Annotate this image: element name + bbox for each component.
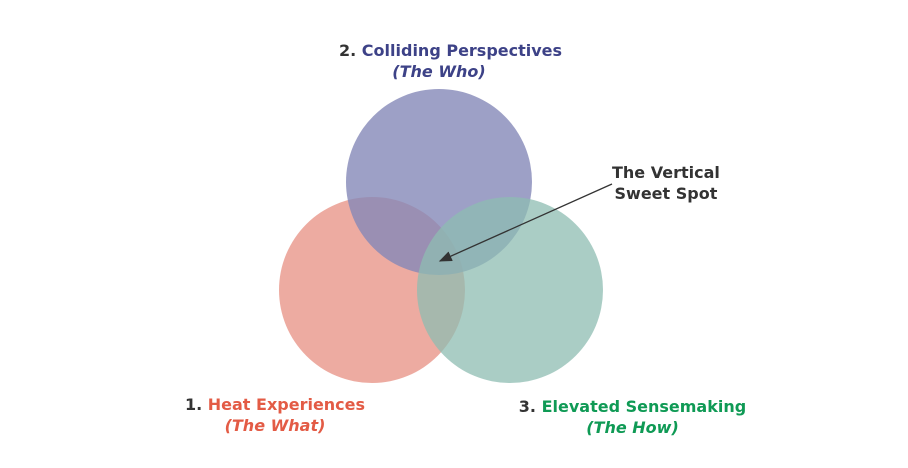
sweet-spot-arrow [438, 183, 613, 262]
annotation-line-1: The Vertical [612, 163, 720, 182]
label-number: 3. [518, 397, 537, 416]
label-colliding-perspectives: 2. Colliding Perspectives (The Who) [339, 40, 562, 82]
label-subtitle: (The What) [224, 416, 326, 435]
annotation-line-2: Sweet Spot [614, 184, 718, 203]
label-title: Heat Experiences [207, 395, 366, 414]
label-subtitle: (The How) [586, 418, 679, 437]
label-title: Colliding Perspectives [361, 41, 563, 60]
circle-elevated-sensemaking [417, 197, 603, 383]
label-number: 1. [184, 395, 203, 414]
label-title: Elevated Sensemaking [541, 397, 747, 416]
label-elevated-sensemaking: 3. Elevated Sensemaking (The How) [515, 396, 750, 438]
label-subtitle: (The Who) [392, 62, 486, 81]
label-heat-experiences: 1. Heat Experiences (The What) [180, 394, 370, 436]
label-number: 2. [339, 41, 357, 60]
sweet-spot-annotation: The Vertical Sweet Spot [612, 162, 720, 204]
